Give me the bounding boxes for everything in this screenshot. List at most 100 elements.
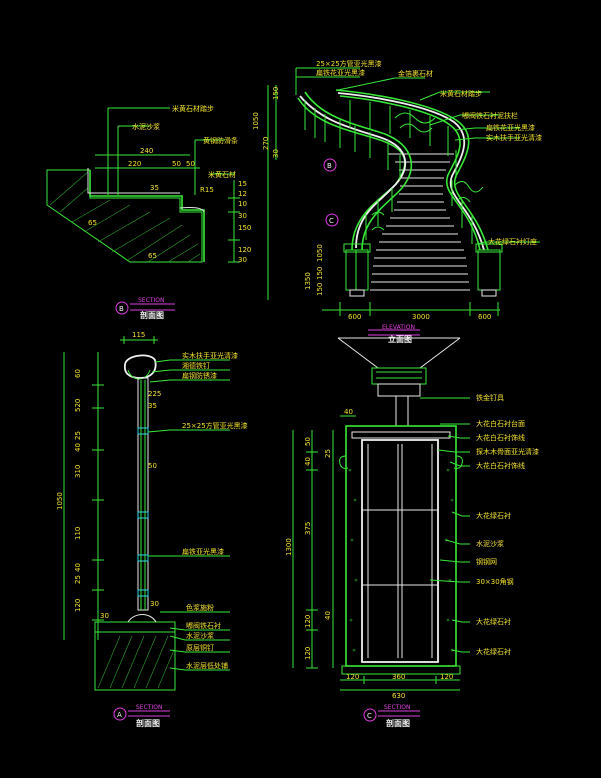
section-b-dim-r3: 10 <box>238 200 247 208</box>
elevation-callout-right-4: 实木扶手亚光清漆 <box>486 133 542 142</box>
section-a-dim-inner-4: 30 <box>150 600 159 608</box>
section-c-dim-top-1: 40 <box>344 408 353 416</box>
section-a-dim-inner-5: 30 <box>100 612 109 620</box>
section-a-dim-left-3: 520 <box>74 399 82 412</box>
section-a-callout-6: 色浆施粉 <box>186 603 214 612</box>
section-c-dim-left-7: 120 <box>304 615 312 628</box>
elevation-treads <box>370 153 470 291</box>
section-b-dim-65a: 65 <box>88 219 97 227</box>
section-a-dim-left-6: 310 <box>74 465 82 478</box>
section-a-callout-7: 嘟阀铁石衬 <box>186 621 221 630</box>
section-b-hatch <box>49 171 201 263</box>
section-a-callout-9: 原层铜钉 <box>186 643 214 652</box>
section-c-callout-3: 大花白石衬饰线 <box>476 433 525 442</box>
section-c-callout-1: 铁金钉具 <box>476 393 504 402</box>
elevation-callout-top-3: 金箔裹石材 <box>398 69 433 78</box>
elevation-callout-right-2: 嘟阀铁石衬泥扶栏 <box>462 111 518 120</box>
section-c-dim-left-3: 50 <box>304 437 312 446</box>
elevation-dim-left-2: 150 <box>272 87 280 100</box>
section-a-dim-left-8: 40 <box>74 563 82 572</box>
section-a-dim-left-1: 1050 <box>56 492 64 510</box>
elevation-callout-top-1: 25×25方管亚光黑漆 <box>316 59 382 68</box>
elevation-dim-left-8: 1350 <box>304 272 312 290</box>
section-c-callout-10: 大花绿石衬 <box>476 617 511 626</box>
section-b-dim-50b: 50 <box>186 160 195 168</box>
section-a-dim-left-4: 25 <box>74 431 82 440</box>
section-a-dim-left-7: 110 <box>74 527 82 540</box>
section-b-dim-r1: 15 <box>238 180 247 188</box>
elevation-callout-top-2: 扁铁花亚光黑漆 <box>316 68 365 77</box>
elevation-dim-left-3: 270 <box>262 137 270 150</box>
section-c-title: 剖面图 <box>386 718 410 728</box>
elevation-callout-right-5: 大花绿石衬灯座 <box>488 237 537 246</box>
section-a-dim-left-5: 40 <box>74 443 82 452</box>
section-a-callout-3: 扁钢防锈漆 <box>182 371 217 380</box>
section-a-hatch <box>97 635 175 689</box>
elevation-dim-left-1: 1050 <box>252 112 260 130</box>
section-c-dim-left-6: 40 <box>324 611 332 620</box>
section-c-stone-texture <box>348 468 454 652</box>
section-c-dim-bottom-3: 120 <box>440 673 453 681</box>
elevation-marker-b: B <box>327 162 332 170</box>
section-b-drawing <box>46 107 240 315</box>
elevation-title: 立面图 <box>388 334 412 344</box>
section-a-tag: SECTION <box>136 704 162 711</box>
section-c-tag: SECTION <box>384 704 410 711</box>
elevation-dim-left-4: 30 <box>272 149 280 158</box>
section-a-dim-left-9: 25 <box>74 575 82 584</box>
section-b-dim-r4: 30 <box>238 212 247 220</box>
elevation-dim-left-5: 150 <box>316 283 324 296</box>
section-b-title: 剖面图 <box>140 310 164 320</box>
section-a-dim-left-2: 60 <box>74 369 82 378</box>
section-b-dim-220: 220 <box>128 160 141 168</box>
section-a-dim-inner-2: 35 <box>148 402 157 410</box>
section-a-dim-inner-1: 225 <box>148 390 161 398</box>
section-a-title: 剖面图 <box>136 718 160 728</box>
section-c-callout-9: 30×30角钢 <box>476 577 514 586</box>
section-b-dim-r2: 12 <box>238 190 247 198</box>
section-b-dim-35: 35 <box>150 184 159 192</box>
section-b-dim-65b: 65 <box>148 252 157 260</box>
section-a-drawing <box>63 336 230 721</box>
elevation-marker-c: C <box>329 217 334 225</box>
section-a-dim-top: 115 <box>132 331 145 339</box>
section-b-callout-1: 米黄石材踏步 <box>172 104 214 113</box>
section-a-dim-inner-3: 50 <box>148 462 157 470</box>
elevation-balusters <box>304 100 473 244</box>
section-a-callout-2: 湘德铁钉 <box>182 361 210 370</box>
section-b-tag: SECTION <box>138 297 164 304</box>
elevation-dim-left-7: 1050 <box>316 244 324 262</box>
section-c-dim-bottom-4: 630 <box>392 692 405 700</box>
section-c-callout-4: 探木木骨面亚光清漆 <box>476 447 539 456</box>
section-b-dim-r15: R15 <box>200 186 214 194</box>
section-a-callout-8: 水泥沙浆 <box>186 631 214 640</box>
section-a-callout-4: 25×25方管亚光黑漆 <box>182 421 248 430</box>
section-c-dim-left-1: 1300 <box>285 538 293 556</box>
section-b-dim-r6: 120 <box>238 246 251 254</box>
section-c-callout-7: 水泥沙浆 <box>476 539 504 548</box>
elevation-drawing <box>267 67 540 336</box>
elevation-dim-bottom-3: 600 <box>478 313 491 321</box>
section-b-dim-240: 240 <box>140 147 153 155</box>
section-c-callout-11: 大花绿石衬 <box>476 647 511 656</box>
section-c-dim-bottom-1: 120 <box>346 673 359 681</box>
section-b-dim-r7: 30 <box>238 256 247 264</box>
section-c-callout-6: 大花绿石衬 <box>476 511 511 520</box>
elevation-callout-right-1: 米黄石材踏步 <box>440 89 482 98</box>
section-c-dim-bottom-2: 360 <box>392 673 405 681</box>
section-a-dim-left-10: 120 <box>74 599 82 612</box>
section-b-callout-2: 水泥沙浆 <box>132 122 160 131</box>
section-c-drawing <box>292 337 470 722</box>
section-c-marker: C <box>367 712 372 720</box>
section-c-callout-5: 大花白石衬饰线 <box>476 461 525 470</box>
elevation-callout-right-3: 扁铁花亚光黑漆 <box>486 123 535 132</box>
elevation-dim-bottom-2: 3000 <box>412 313 430 321</box>
section-b-marker: B <box>119 305 124 313</box>
section-b-dim-r5: 150 <box>238 224 251 232</box>
section-c-dim-left-2: 375 <box>304 522 312 535</box>
section-a-callout-1: 实木扶手亚光清漆 <box>182 351 238 360</box>
section-b-callout-3: 黄钢防滑条 <box>203 136 238 145</box>
section-a-marker: A <box>117 711 122 719</box>
section-c-callout-8: 钢钢网 <box>476 557 497 566</box>
